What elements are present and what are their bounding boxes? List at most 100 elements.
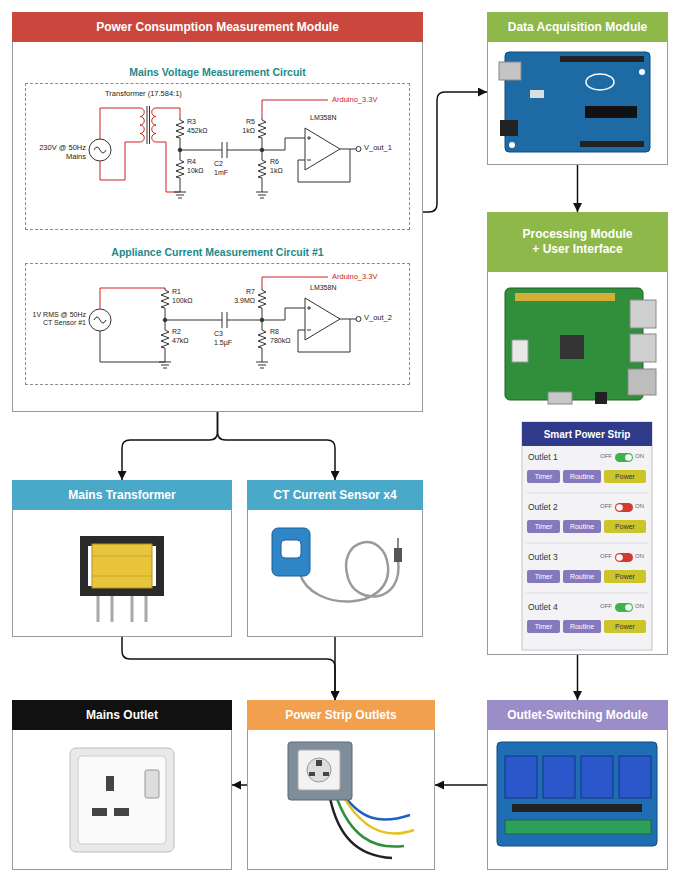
module-title: Power Consumption Measurement Module (12, 12, 423, 42)
module-title: CT Current Sensor x4 (247, 480, 423, 510)
outlet-name: Outlet 2 (528, 502, 558, 512)
component-label: R3 (187, 118, 196, 126)
module-title: Data Acquisition Module (487, 12, 668, 42)
module-box: Power Strip Outlets (247, 700, 435, 870)
component-label: C2 (214, 160, 223, 168)
ui-button: Routine (563, 620, 601, 633)
ui-button: Timer (527, 470, 560, 483)
button-text: Timer (535, 573, 553, 580)
ui-button: Timer (527, 620, 560, 633)
ui-button: Routine (563, 570, 601, 583)
module-title: Processing Module + User Interface (487, 212, 668, 272)
button-text: Timer (535, 623, 553, 630)
module-box: Outlet-Switching Module (487, 700, 668, 870)
toggle-label: ON (635, 503, 644, 510)
component-label: R4 (187, 158, 196, 166)
module-title: Power Strip Outlets (247, 700, 435, 730)
connector-arrow (218, 412, 336, 480)
ui-button: Power (604, 570, 646, 583)
connector-arrow (232, 784, 247, 786)
module-box: Mains Transformer (12, 480, 232, 637)
module-title: Outlet-Switching Module (487, 700, 668, 730)
circuit-title: Appliance Current Measurement Circuit #1 (25, 246, 410, 259)
component-value: 10kΩ (187, 167, 204, 175)
button-text: Power (615, 473, 635, 480)
voltage-circuit (89, 100, 361, 198)
rail-label: Arduino_3.3V (332, 272, 377, 281)
module-box: Data Acquisition Module (487, 12, 668, 165)
part-label: Transformer (17.584:1) (105, 89, 182, 98)
component-label: R8 (270, 328, 279, 336)
toggle-label: ON (635, 553, 644, 560)
outlet-name: Outlet 1 (528, 452, 558, 462)
panel-title: Smart Power Strip (522, 422, 652, 446)
connector-arrow (577, 165, 579, 212)
button-text: Timer (535, 473, 553, 480)
button-text: Routine (570, 473, 594, 480)
component-value: 780kΩ (270, 337, 290, 345)
component-label: C3 (214, 330, 223, 338)
current-circuit (89, 277, 361, 368)
module-title: Mains Transformer (12, 480, 232, 510)
component-label: R6 (270, 158, 279, 166)
connector-arrow (334, 637, 336, 700)
source-label: 230V @ 50Hz Mains (34, 143, 86, 161)
connector-arrow (122, 637, 335, 700)
relay-board-picture (497, 742, 657, 846)
module-box: Power Consumption Measurement ModuleMain… (12, 12, 423, 412)
transformer-picture (80, 536, 164, 622)
chip-label: LM358N (310, 284, 336, 292)
ui-button: Routine (563, 520, 601, 533)
outlet-name: Outlet 3 (528, 552, 558, 562)
toggle-label: ON (635, 453, 644, 460)
raspberry-pi-board (505, 288, 656, 404)
ui-panel: Smart Power StripOutlet 1 Outlet 2 Outlet … (522, 422, 652, 650)
connector-arrow (423, 92, 487, 212)
connector-arrow (435, 784, 487, 786)
ui-button: Power (604, 620, 646, 633)
ui-panel-art (522, 422, 652, 650)
connector-arrow (577, 655, 579, 700)
outlet-module-picture (288, 742, 414, 858)
module-box: Mains Outlet (12, 700, 232, 870)
component-value: 100kΩ (172, 297, 192, 305)
module-box: Processing Module + User InterfaceSmart … (487, 212, 668, 655)
module-title: Mains Outlet (12, 700, 232, 730)
toggle-label: OFF (600, 553, 612, 560)
component-value: 1.5µF (214, 339, 232, 347)
circuit-title: Mains Voltage Measurement Circuit (25, 66, 410, 79)
component-label: R2 (172, 328, 181, 336)
button-text: Routine (570, 573, 594, 580)
button-text: Timer (535, 523, 553, 530)
arduino-board (499, 52, 650, 152)
component-value: 1mF (214, 169, 228, 177)
toggle-label: OFF (600, 503, 612, 510)
wall-outlet-picture (70, 748, 174, 852)
toggle-label: OFF (600, 453, 612, 460)
button-text: Power (615, 523, 635, 530)
component-value: 452kΩ (187, 127, 207, 135)
ui-button: Timer (527, 520, 560, 533)
ui-button: Power (604, 520, 646, 533)
signal-label: V_out_1 (364, 143, 392, 152)
toggle-label: ON (635, 603, 644, 610)
component-label: R5 (246, 118, 255, 126)
chip-label: LM358N (310, 114, 336, 122)
button-text: Routine (570, 623, 594, 630)
toggle-label: OFF (600, 603, 612, 610)
button-text: Routine (570, 523, 594, 530)
ui-button: Timer (527, 570, 560, 583)
component-value: 3.9MΩ (234, 297, 255, 305)
component-value: 47kΩ (172, 337, 189, 345)
ui-button: Routine (563, 470, 601, 483)
module-box: CT Current Sensor x4 (247, 480, 423, 637)
component-value: 1kΩ (242, 127, 255, 135)
rail-label: Arduino_3.3V (332, 95, 377, 104)
outlet-name: Outlet 4 (528, 602, 558, 612)
signal-label: V_out_2 (364, 313, 392, 322)
button-text: Power (615, 623, 635, 630)
component-label: R1 (172, 288, 181, 296)
source-label: 1V RMS @ 50Hz CT Sensor #1 (24, 311, 86, 328)
ui-button: Power (604, 470, 646, 483)
component-value: 1kΩ (270, 167, 283, 175)
